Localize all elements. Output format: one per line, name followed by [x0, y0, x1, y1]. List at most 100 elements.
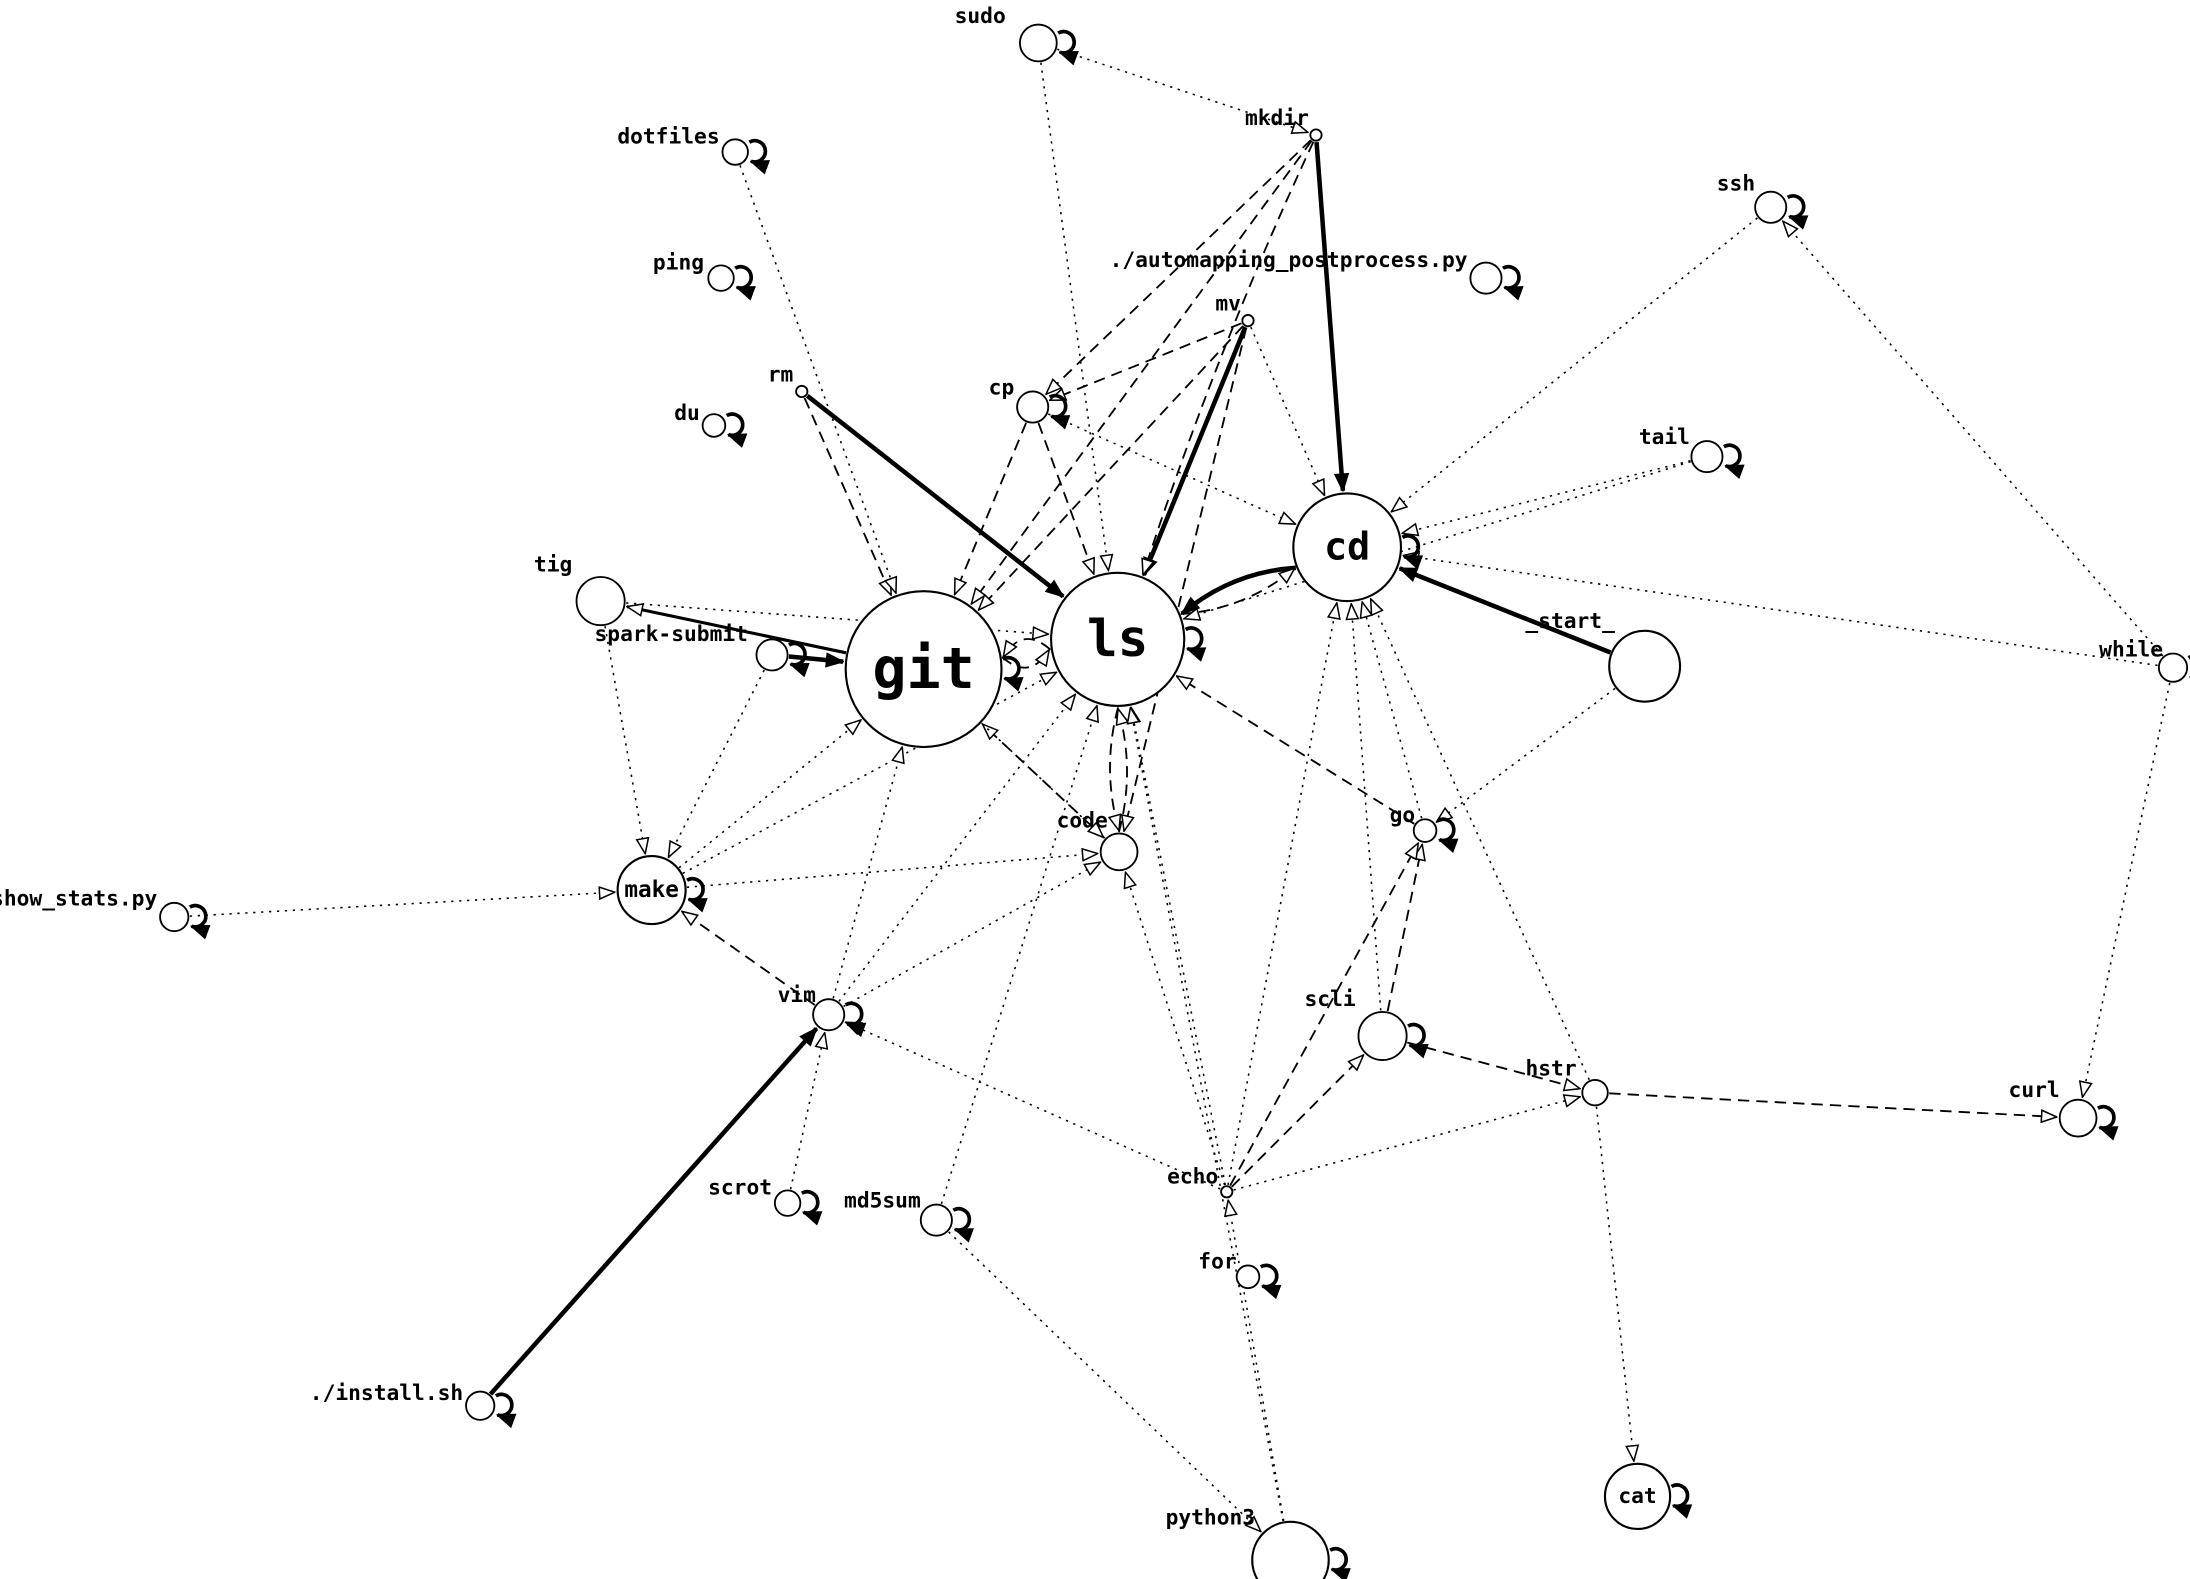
- node-circle: [159, 901, 190, 933]
- edge-sudo-to-ls: [1040, 62, 1109, 571]
- self-loop-arrow-icon: [1259, 1263, 1277, 1286]
- edge-scrot-to-vim: [789, 1033, 825, 1190]
- node-circle: [844, 590, 1003, 749]
- node-circle: [1235, 1264, 1261, 1290]
- graph-node-sudo: sudo: [955, 4, 1075, 61]
- node-label: scrot: [708, 1176, 772, 1201]
- graph-node-mv: mv: [1215, 292, 1255, 328]
- graph-node-tig: tig: [534, 552, 626, 627]
- node-label: curl: [2009, 1078, 2060, 1103]
- edge-cp-to-git: [953, 422, 1028, 595]
- edge-md5sum-to-ls: [940, 706, 1097, 1205]
- edge-echo-to-code: [1125, 872, 1226, 1186]
- node-circle: [2058, 1098, 2098, 1138]
- edge-tig-to-make: [604, 626, 645, 854]
- edge-go-to-cd: [1362, 602, 1423, 819]
- edge-cp-to-cd: [1047, 413, 1295, 524]
- edge-mv-to-git: [979, 325, 1244, 610]
- graph-node-_start_: _start_: [1525, 609, 1682, 703]
- self-loop-arrow-icon: [1048, 393, 1066, 417]
- graph-node-tail: tail: [1639, 425, 1740, 472]
- edge-echo-to-cd: [1227, 603, 1337, 1186]
- node-label: scli: [1305, 987, 1356, 1012]
- graph-node-ping: ping: [653, 251, 751, 291]
- node-label: spark-submit: [595, 622, 748, 647]
- node-circle: [1608, 629, 1682, 703]
- edge-ls-to-git: [1003, 638, 1052, 657]
- node-circle: [707, 264, 735, 292]
- edge-python3-to-echo: [1228, 1200, 1285, 1522]
- graph-node-python3: python3: [1166, 1506, 1347, 1579]
- self-loop-arrow-icon: [1786, 194, 1804, 217]
- self-loop-arrow-icon: [1502, 264, 1519, 288]
- edge-python3-to-ls: [1130, 708, 1284, 1522]
- graph-node-echo: echo: [1167, 1164, 1234, 1199]
- node-circle: [1016, 390, 1050, 424]
- self-loop-arrow-icon: [1184, 626, 1202, 649]
- node-circle: [1292, 492, 1403, 603]
- graph-node-cd: cd: [1292, 492, 1418, 603]
- graph-node-scli: scli: [1305, 987, 1425, 1061]
- edge-cd-to-ls: [1182, 565, 1297, 616]
- node-circle: [755, 638, 789, 672]
- node-label: make: [624, 877, 679, 903]
- graph-node-spark-submit: spark-submit: [595, 622, 806, 671]
- node-circle: [1309, 128, 1323, 142]
- edge-scli-to-hstr: [1406, 1041, 1580, 1088]
- edge-code-to-git: [983, 724, 1106, 839]
- graph-node-mkdir: mkdir: [1245, 106, 1323, 142]
- node-label: for: [1198, 1249, 1236, 1274]
- edge-spark-submit-to-make: [668, 669, 765, 857]
- self-loop-arrow-icon: [1407, 1022, 1424, 1046]
- node-circle: [1099, 832, 1139, 872]
- node-circle: [575, 576, 626, 627]
- node-circle: [1357, 1010, 1408, 1061]
- graph-node-dotfiles: dotfiles: [617, 125, 765, 165]
- edge-echo-to-vim: [846, 1022, 1221, 1190]
- node-circle: [2157, 652, 2189, 683]
- graph-node-for: for: [1198, 1249, 1276, 1288]
- graph-node-hstr: hstr: [1525, 1057, 1609, 1107]
- node-label: mkdir: [1245, 106, 1309, 131]
- graph-node-vim: vim: [778, 983, 862, 1030]
- edge-cp-to-ls: [1037, 422, 1093, 574]
- graph-node-ssh: ssh: [1717, 171, 1804, 223]
- self-loop-arrow-icon: [1670, 1483, 1688, 1506]
- edge-rm-to-ls: [805, 394, 1063, 599]
- node-circle: [1220, 1185, 1234, 1199]
- edge-mv-to-cd: [1250, 326, 1325, 495]
- node-circle: [1019, 23, 1058, 63]
- graph-node-cp: cp: [989, 375, 1066, 422]
- node-label: tail: [1639, 425, 1690, 450]
- graph-node-rm: rm: [768, 363, 809, 399]
- edge-mv-to-cp: [1050, 322, 1242, 402]
- node-label: hstr: [1525, 1057, 1576, 1082]
- node-label: tig: [534, 552, 572, 577]
- edge-scli-to-cd: [1351, 604, 1382, 1011]
- self-loop-arrow-icon: [2096, 1104, 2114, 1128]
- graph-node-curl: curl: [2009, 1078, 2114, 1137]
- graph-node-scrot: scrot: [708, 1176, 818, 1216]
- edge-echo-to-scli: [1231, 1055, 1364, 1188]
- self-loop-arrow-icon: [734, 264, 751, 288]
- graph-node-git: git: [844, 590, 1019, 749]
- node-circle: [1690, 440, 1724, 474]
- node-label: code: [1057, 809, 1108, 834]
- graph-node-md5sum: md5sum: [844, 1188, 969, 1235]
- edge-hstr-to-curl: [1609, 1092, 2057, 1117]
- edge-vim-to-code: [843, 862, 1101, 1008]
- graph-node-cat: cat: [1603, 1462, 1688, 1531]
- node-circle: [1581, 1078, 1609, 1107]
- edge-while-to-cd: [1403, 555, 2158, 667]
- graph-node-go: go: [1390, 803, 1454, 842]
- edge-./show_stats.py-to-make: [189, 892, 615, 917]
- edge-hstr-to-cat: [1595, 1106, 1633, 1461]
- node-label: _start_: [1525, 609, 1615, 634]
- self-loop-arrow-icon: [844, 1001, 862, 1024]
- self-loop-arrow-icon: [494, 1392, 512, 1415]
- edge-md5sum-to-python3: [948, 1231, 1261, 1532]
- edge-_start_-to-go: [1436, 687, 1616, 822]
- self-loop-arrow-icon: [1057, 29, 1074, 53]
